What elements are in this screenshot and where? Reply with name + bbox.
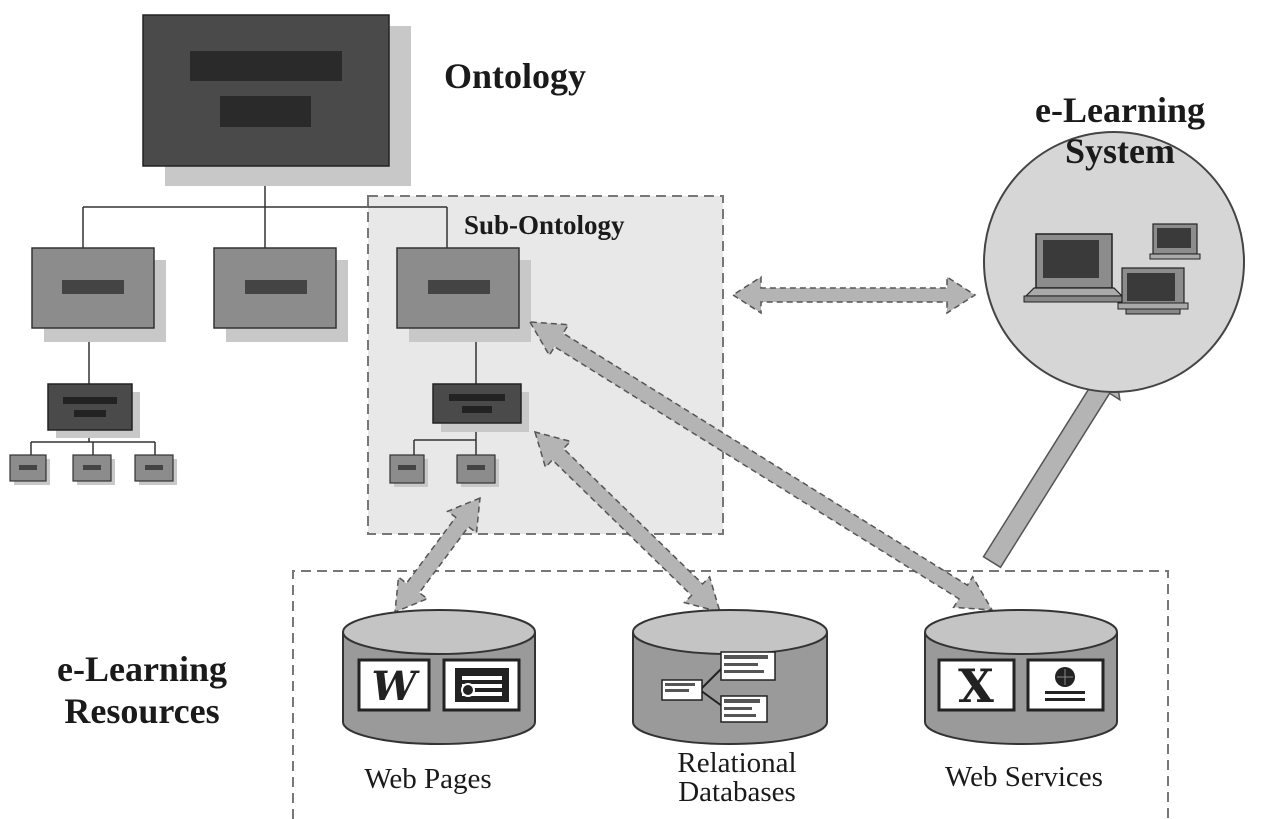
- web-services-label: Web Services: [945, 761, 1103, 793]
- ontology-leaf-box: [9, 454, 50, 485]
- ontology-label: Ontology: [444, 56, 586, 96]
- ontology-child-box: [396, 247, 531, 342]
- relational-label-line2: Databases: [678, 776, 796, 808]
- elearning-system-label-line1: e-Learning: [1035, 90, 1205, 130]
- word-document-icon: W: [357, 658, 431, 712]
- sub-ontology-label: Sub-Ontology: [464, 210, 625, 240]
- word-icon-letter: W: [372, 663, 421, 710]
- web-service-document-icon: [1026, 658, 1105, 712]
- ontology-leaf-box: [72, 454, 115, 485]
- excel-document-icon: X: [937, 658, 1016, 713]
- relational-tables-icon: [661, 651, 776, 723]
- computer-icon: [1023, 233, 1125, 303]
- ontology-grandchild-box: [432, 383, 529, 432]
- ontology-leaf-box: [456, 454, 499, 487]
- elearning-resources-label-line2: Resources: [64, 691, 219, 731]
- relational-label-line1: Relational: [677, 747, 796, 779]
- ontology-leaf-box: [134, 454, 177, 485]
- ontology-grandchild-box: [47, 383, 140, 438]
- computer-icon: [1117, 267, 1189, 315]
- elearning-system-circle: [983, 131, 1245, 393]
- ontology-child-box: [213, 247, 348, 342]
- computer-icon: [1149, 223, 1201, 260]
- tree-connectors: [30, 166, 477, 455]
- excel-icon-letter: X: [958, 659, 994, 713]
- presentation-document-icon: [442, 658, 521, 712]
- elearning-resources-label-line1: e-Learning: [57, 649, 227, 689]
- arrow-web-services-to-system: [982, 365, 1121, 569]
- double-arrow-sub-ontology-to-system: [731, 275, 977, 315]
- double-arrow-sub-ontology-to-relational: [533, 430, 722, 614]
- ontology-child-box: [31, 247, 166, 342]
- elearning-system-label-line2: System: [1065, 131, 1175, 171]
- ontology-leaf-box: [389, 454, 428, 487]
- web-pages-label: Web Pages: [364, 763, 491, 795]
- ontology-root-box: [142, 14, 411, 186]
